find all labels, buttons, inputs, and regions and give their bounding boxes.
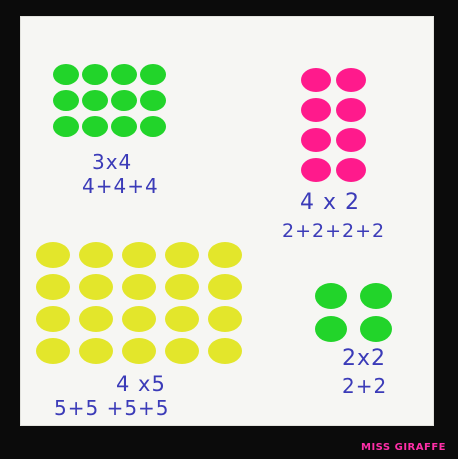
sticker-dot — [82, 116, 108, 137]
sticker-dot — [111, 90, 137, 111]
sticker-dot — [53, 64, 79, 85]
sticker-dot — [301, 158, 331, 182]
sticker-dot — [53, 90, 79, 111]
sticker-dot — [360, 316, 392, 342]
expression-2x2: 2x2 — [342, 346, 386, 371]
sum-4-4-4: 4+4+4 — [82, 174, 159, 198]
sticker-dot — [140, 90, 166, 111]
sticker-dot — [140, 64, 166, 85]
sticker-dot — [301, 68, 331, 92]
sticker-dot — [122, 338, 156, 364]
sticker-dot — [208, 306, 242, 332]
sticker-dot — [208, 274, 242, 300]
sticker-dot — [79, 274, 113, 300]
sum-2-2: 2+2 — [342, 374, 387, 398]
watermark-giraffe: GIRAFFE — [395, 442, 446, 453]
watermark-miss: MISS — [361, 442, 391, 453]
sticker-dot — [301, 98, 331, 122]
sticker-dot — [122, 274, 156, 300]
sticker-dot — [79, 338, 113, 364]
miss-giraffe-watermark: MISS GIRAFFE — [361, 442, 446, 453]
sum-5-5-5-5: 5+5 +5+5 — [54, 396, 170, 420]
sticker-dot — [82, 90, 108, 111]
sum-2-2-2-2: 2+2+2+2 — [282, 220, 385, 242]
sticker-dot — [36, 242, 70, 268]
sticker-dot — [360, 283, 392, 309]
sticker-dot — [36, 338, 70, 364]
sticker-dot — [336, 68, 366, 92]
sticker-dot — [336, 128, 366, 152]
sticker-dot — [122, 242, 156, 268]
sticker-dot — [165, 306, 199, 332]
expression-4x5: 4 x5 — [116, 372, 166, 396]
expression-3x4: 3x4 — [92, 150, 132, 174]
sticker-dot — [36, 306, 70, 332]
sticker-dot — [165, 242, 199, 268]
sticker-dot — [140, 116, 166, 137]
sticker-dot — [336, 98, 366, 122]
sticker-dot — [111, 64, 137, 85]
sticker-dot — [79, 242, 113, 268]
sticker-dot — [36, 274, 70, 300]
sticker-dot — [208, 338, 242, 364]
sticker-dot — [208, 242, 242, 268]
sticker-dot — [165, 338, 199, 364]
sticker-dot — [122, 306, 156, 332]
sticker-dot — [315, 283, 347, 309]
sticker-dot — [336, 158, 366, 182]
sticker-dot — [315, 316, 347, 342]
sticker-dot — [53, 116, 79, 137]
sticker-dot — [82, 64, 108, 85]
sticker-dot — [301, 128, 331, 152]
poster-board: 3x4 4+4+4 4 x 2 2+2+2+2 4 x5 5+5 +5+5 2x… — [20, 16, 434, 426]
sticker-dot — [79, 306, 113, 332]
expression-4x2: 4 x 2 — [300, 190, 360, 215]
sticker-dot — [111, 116, 137, 137]
sticker-dot — [165, 274, 199, 300]
